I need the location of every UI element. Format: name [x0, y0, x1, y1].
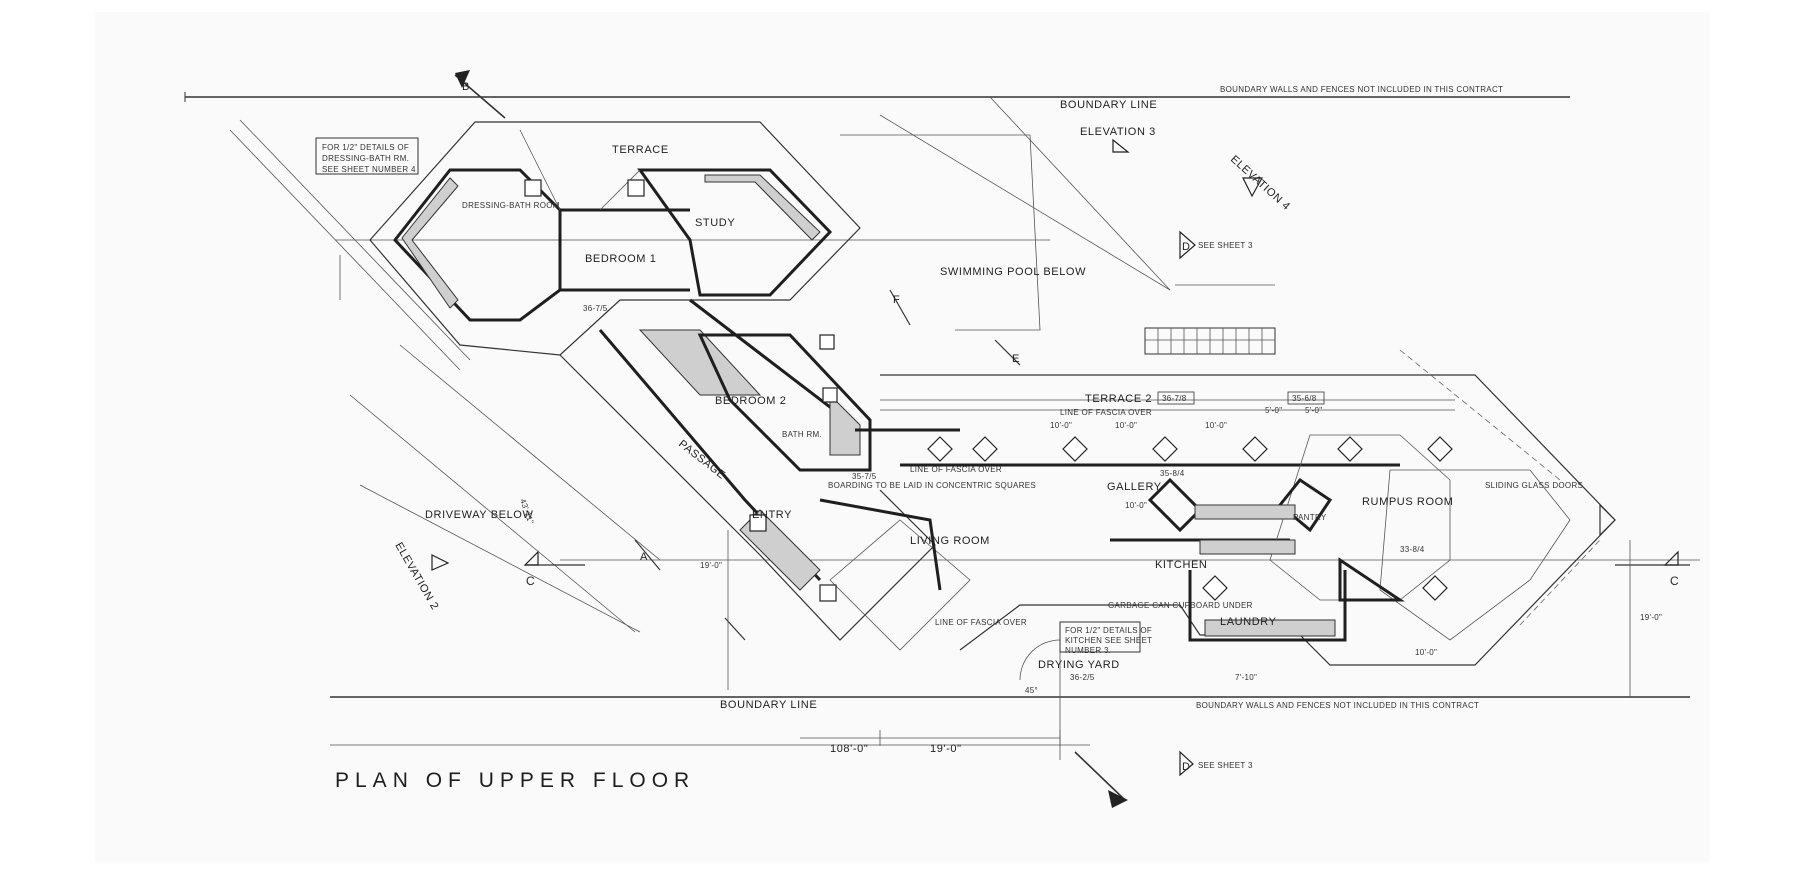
dim-13: 45°: [1025, 686, 1038, 695]
garbage-note: GARBAGE CAN CUPBOARD UNDER: [1108, 601, 1253, 610]
west-wing: [369, 121, 861, 356]
section-mark-d-top: D: [1182, 241, 1191, 253]
kitchen-note-2: KITCHEN SEE SHEET: [1065, 636, 1152, 645]
room-bedroom-2: BEDROOM 2: [715, 395, 786, 407]
room-kitchen: KITCHEN: [1155, 559, 1207, 571]
boundary-line-bottom: BOUNDARY LINE: [720, 699, 817, 711]
room-study: STUDY: [695, 217, 735, 229]
dim-6: 5'-0": [1305, 406, 1322, 415]
section-mark-d-bottom: D: [1182, 761, 1191, 773]
kitchen-note-3: NUMBER 3.: [1065, 646, 1111, 655]
dim-7: 10'-0": [1415, 648, 1437, 657]
gallery-columns: [819, 334, 1453, 601]
swimming-pool-label: SWIMMING POOL BELOW: [940, 266, 1086, 278]
room-entry: ENTRY: [752, 509, 792, 521]
fascia-note-2: LINE OF FASCIA OVER: [910, 465, 1002, 474]
dimension-lines: [727, 530, 1631, 760]
dressing-note-1: FOR 1/2" DETAILS OF: [322, 143, 409, 152]
site-lines: [349, 114, 1171, 633]
dim-8: 7'-10": [1235, 673, 1257, 682]
kitchen-note-1: FOR 1/2" DETAILS OF: [1065, 626, 1152, 635]
room-living-room: LIVING ROOM: [910, 535, 990, 547]
tag-1: 36-7/8: [1162, 394, 1187, 403]
dressing-note-box: [315, 137, 419, 175]
room-gallery: GALLERY: [1107, 481, 1162, 493]
boundary-walls-note-bottom: BOUNDARY WALLS AND FENCES NOT INCLUDED I…: [1196, 701, 1479, 710]
boundary-lines: [184, 92, 1700, 746]
dim-4: 10'-0": [1125, 501, 1147, 510]
dim-2: 10'-0": [1115, 421, 1137, 430]
sheet-area: [95, 12, 1710, 862]
section-mark-f: F: [893, 294, 900, 306]
drawing-title: PLAN OF UPPER FLOOR: [335, 769, 695, 792]
room-bedroom-1: BEDROOM 1: [585, 253, 656, 265]
room-rumpus-room: RUMPUS ROOM: [1362, 496, 1454, 508]
tag-7: 36-7/5: [583, 304, 608, 313]
dim-11: 108'-0": [830, 743, 868, 755]
dressing-note-3: SEE SHEET NUMBER 4: [322, 165, 416, 174]
tag-3: 35-8/4: [1160, 469, 1185, 478]
drying-yard-label: DRYING YARD: [1038, 659, 1120, 671]
section-mark-e: E: [1012, 353, 1020, 365]
fascia-note-1: LINE OF FASCIA OVER: [1060, 408, 1152, 417]
section-mark-g: G: [1110, 796, 1119, 808]
kitchen-note-box: [1059, 621, 1141, 653]
section-markers: [431, 70, 1690, 808]
room-bath-rm: BATH RM.: [782, 430, 822, 439]
boarding-note: BOARDING TO BE LAID IN CONCENTRIC SQUARE…: [828, 481, 1036, 490]
section-mark-c-right: C: [1670, 574, 1679, 588]
tag-6: 35-7/5: [852, 472, 877, 481]
see-sheet-top: SEE SHEET 3: [1198, 241, 1253, 250]
room-terrace-1: TERRACE: [612, 144, 669, 156]
section-mark-b: B: [462, 81, 470, 93]
tag-5: 33-8/4: [1400, 545, 1425, 554]
dim-12: 19'-0": [930, 743, 962, 755]
boundary-walls-note-top: BOUNDARY WALLS AND FENCES NOT INCLUDED I…: [1220, 85, 1503, 94]
elevation-3-label: ELEVATION 3: [1080, 126, 1156, 138]
boundary-line-top: BOUNDARY LINE: [1060, 99, 1157, 111]
tag-box-2: [1287, 391, 1325, 405]
room-terrace-2: TERRACE 2: [1085, 393, 1152, 405]
tag-2: 35-6/8: [1292, 394, 1317, 403]
section-mark-c-left: C: [526, 574, 535, 588]
central-wing: [559, 298, 971, 651]
sliding-glass-note: SLIDING GLASS DOORS: [1485, 481, 1583, 490]
dim-10: 19'-0": [700, 561, 722, 570]
section-mark-a: A: [640, 551, 648, 563]
see-sheet-bottom: SEE SHEET 3: [1198, 761, 1253, 770]
scale-bar: [1144, 327, 1276, 355]
driveway-label: DRIVEWAY BELOW: [425, 509, 533, 521]
room-pantry: PANTRY: [1293, 513, 1327, 522]
dressing-note-2: DRESSING-BATH RM.: [322, 154, 409, 163]
dim-9: 19'-0": [1640, 613, 1662, 622]
room-dressing-bath: DRESSING-BATH ROOM: [462, 201, 560, 210]
dim-3: 10'-0": [1205, 421, 1227, 430]
tag-box-1: [1157, 391, 1195, 405]
room-laundry: LAUNDRY: [1220, 616, 1277, 628]
east-wing: [880, 284, 1616, 666]
dim-1: 10'-0": [1050, 421, 1072, 430]
dim-5: 5'-0": [1265, 406, 1282, 415]
tag-4: 36-2/5: [1070, 673, 1095, 682]
fascia-note-3: LINE OF FASCIA OVER: [935, 618, 1027, 627]
